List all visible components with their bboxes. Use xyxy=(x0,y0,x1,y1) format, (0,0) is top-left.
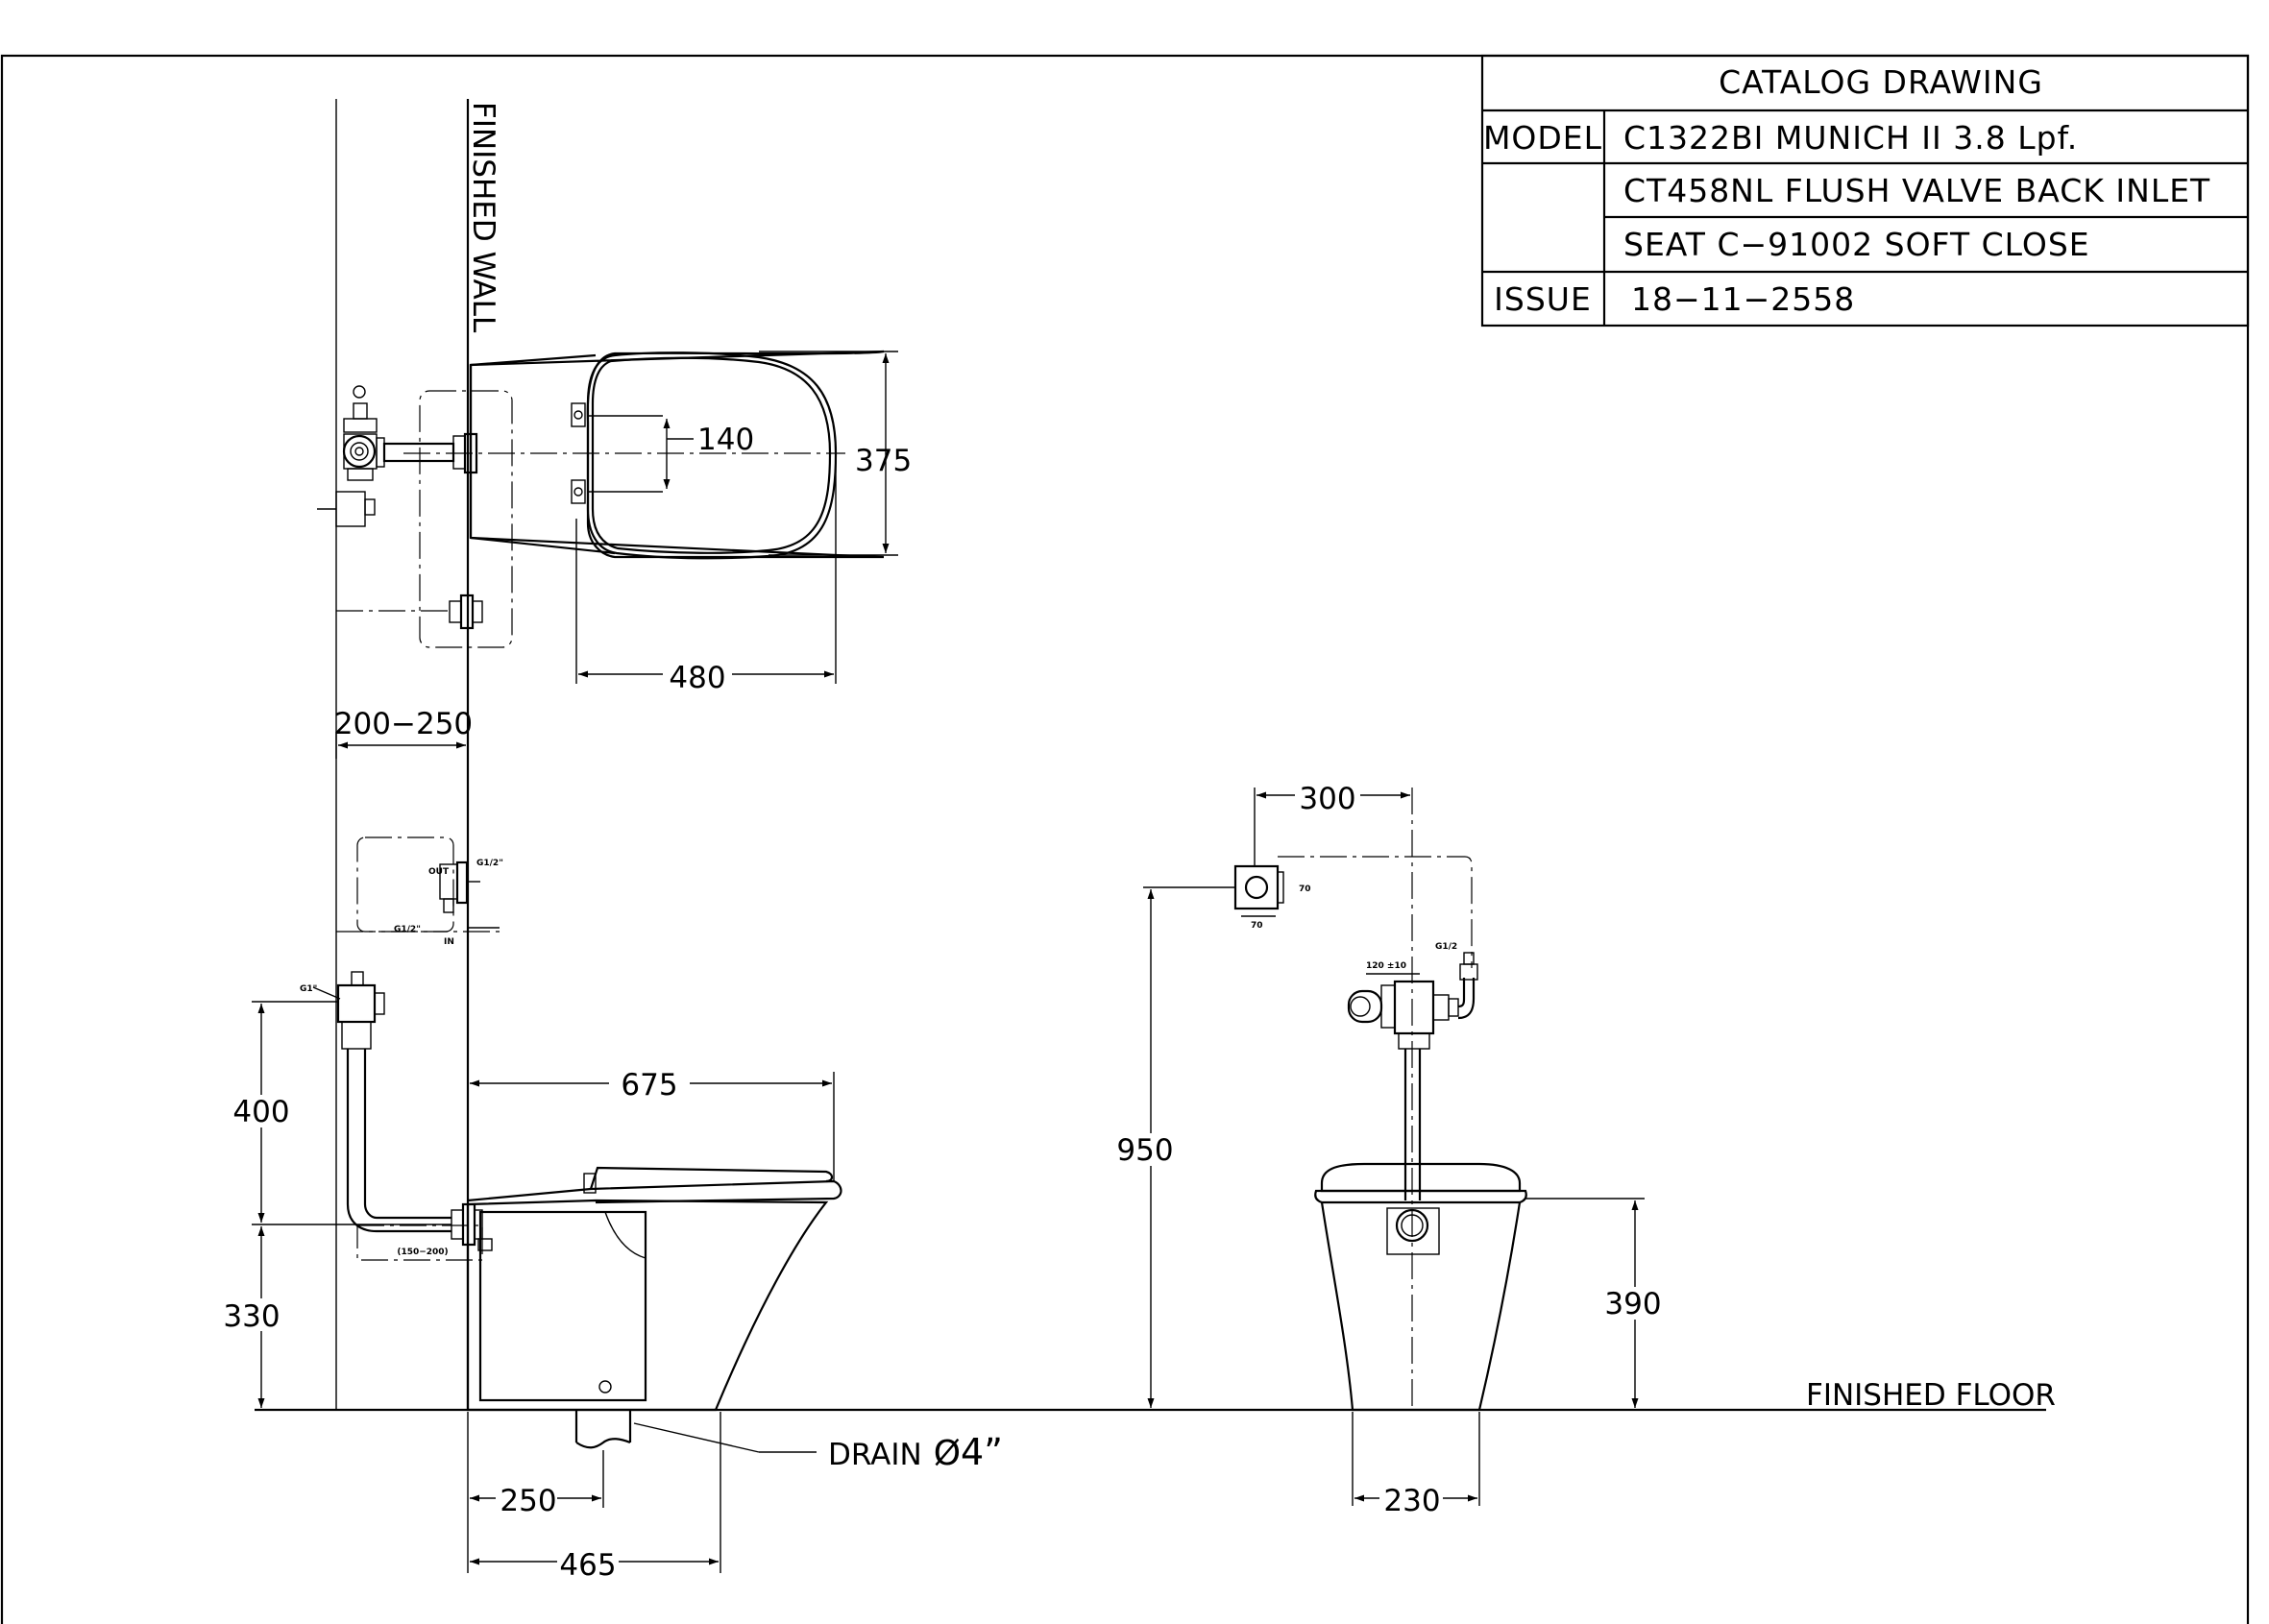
side-view: 200−250 G1/2" OUT G1/2" IN G1" (150−200 xyxy=(219,707,1003,1583)
issue-value: 18−11−2558 xyxy=(1631,280,1855,318)
dim-330: 330 xyxy=(223,1299,280,1334)
model-line-3: SEAT C−91002 SOFT CLOSE xyxy=(1623,226,2090,263)
dim-230: 230 xyxy=(1383,1484,1440,1518)
dim-250: 250 xyxy=(500,1484,556,1518)
callout-out: OUT xyxy=(428,867,450,877)
callout-70-horizontal: 70 xyxy=(1251,921,1263,931)
dim-200-250: 200−250 xyxy=(334,707,473,741)
plan-view: 140 375 480 xyxy=(317,350,912,695)
dim-390: 390 xyxy=(1604,1287,1661,1321)
title-block-header: CATALOG DRAWING xyxy=(1719,63,2043,101)
dim-400: 400 xyxy=(232,1095,289,1129)
front-view: 300 70 70 950 120 ±10 G1/2 xyxy=(1110,780,1670,1518)
finished-floor-label: FINISHED FLOOR xyxy=(1806,1378,2056,1413)
model-label: MODEL xyxy=(1483,119,1602,157)
dim-140: 140 xyxy=(697,423,754,457)
callout-120: 120 ±10 xyxy=(1366,961,1406,971)
dim-465: 465 xyxy=(559,1548,616,1583)
dim-300: 300 xyxy=(1299,782,1355,816)
title-block: CATALOG DRAWING MODEL C1322BI MUNICH II … xyxy=(1480,54,2250,327)
dim-480: 480 xyxy=(669,661,725,695)
issue-label: ISSUE xyxy=(1494,280,1592,318)
finished-wall-label: FINISHED WALL xyxy=(466,102,500,333)
callout-150-200: (150−200) xyxy=(397,1248,448,1257)
drawing-frame xyxy=(0,54,2250,1624)
callout-g1-2-in: G1/2" xyxy=(394,925,421,934)
callout-g1: G1" xyxy=(300,984,317,994)
wall-and-floor: FINISHED WALL FINISHED FLOOR xyxy=(255,99,2056,1413)
dim-950: 950 xyxy=(1116,1133,1173,1168)
diameter-symbol: Ø xyxy=(934,1434,961,1473)
callout-g1-2-out: G1/2" xyxy=(476,859,503,868)
callout-in: IN xyxy=(444,937,454,947)
callout-70-vertical: 70 xyxy=(1299,885,1311,894)
model-line-2: CT458NL FLUSH VALVE BACK INLET xyxy=(1623,172,2210,209)
callout-g1-2-right: G1/2 xyxy=(1435,942,1457,952)
dim-375: 375 xyxy=(855,444,912,478)
model-line-1: C1322BI MUNICH II 3.8 Lpf. xyxy=(1623,119,2078,157)
dim-675: 675 xyxy=(621,1068,677,1103)
